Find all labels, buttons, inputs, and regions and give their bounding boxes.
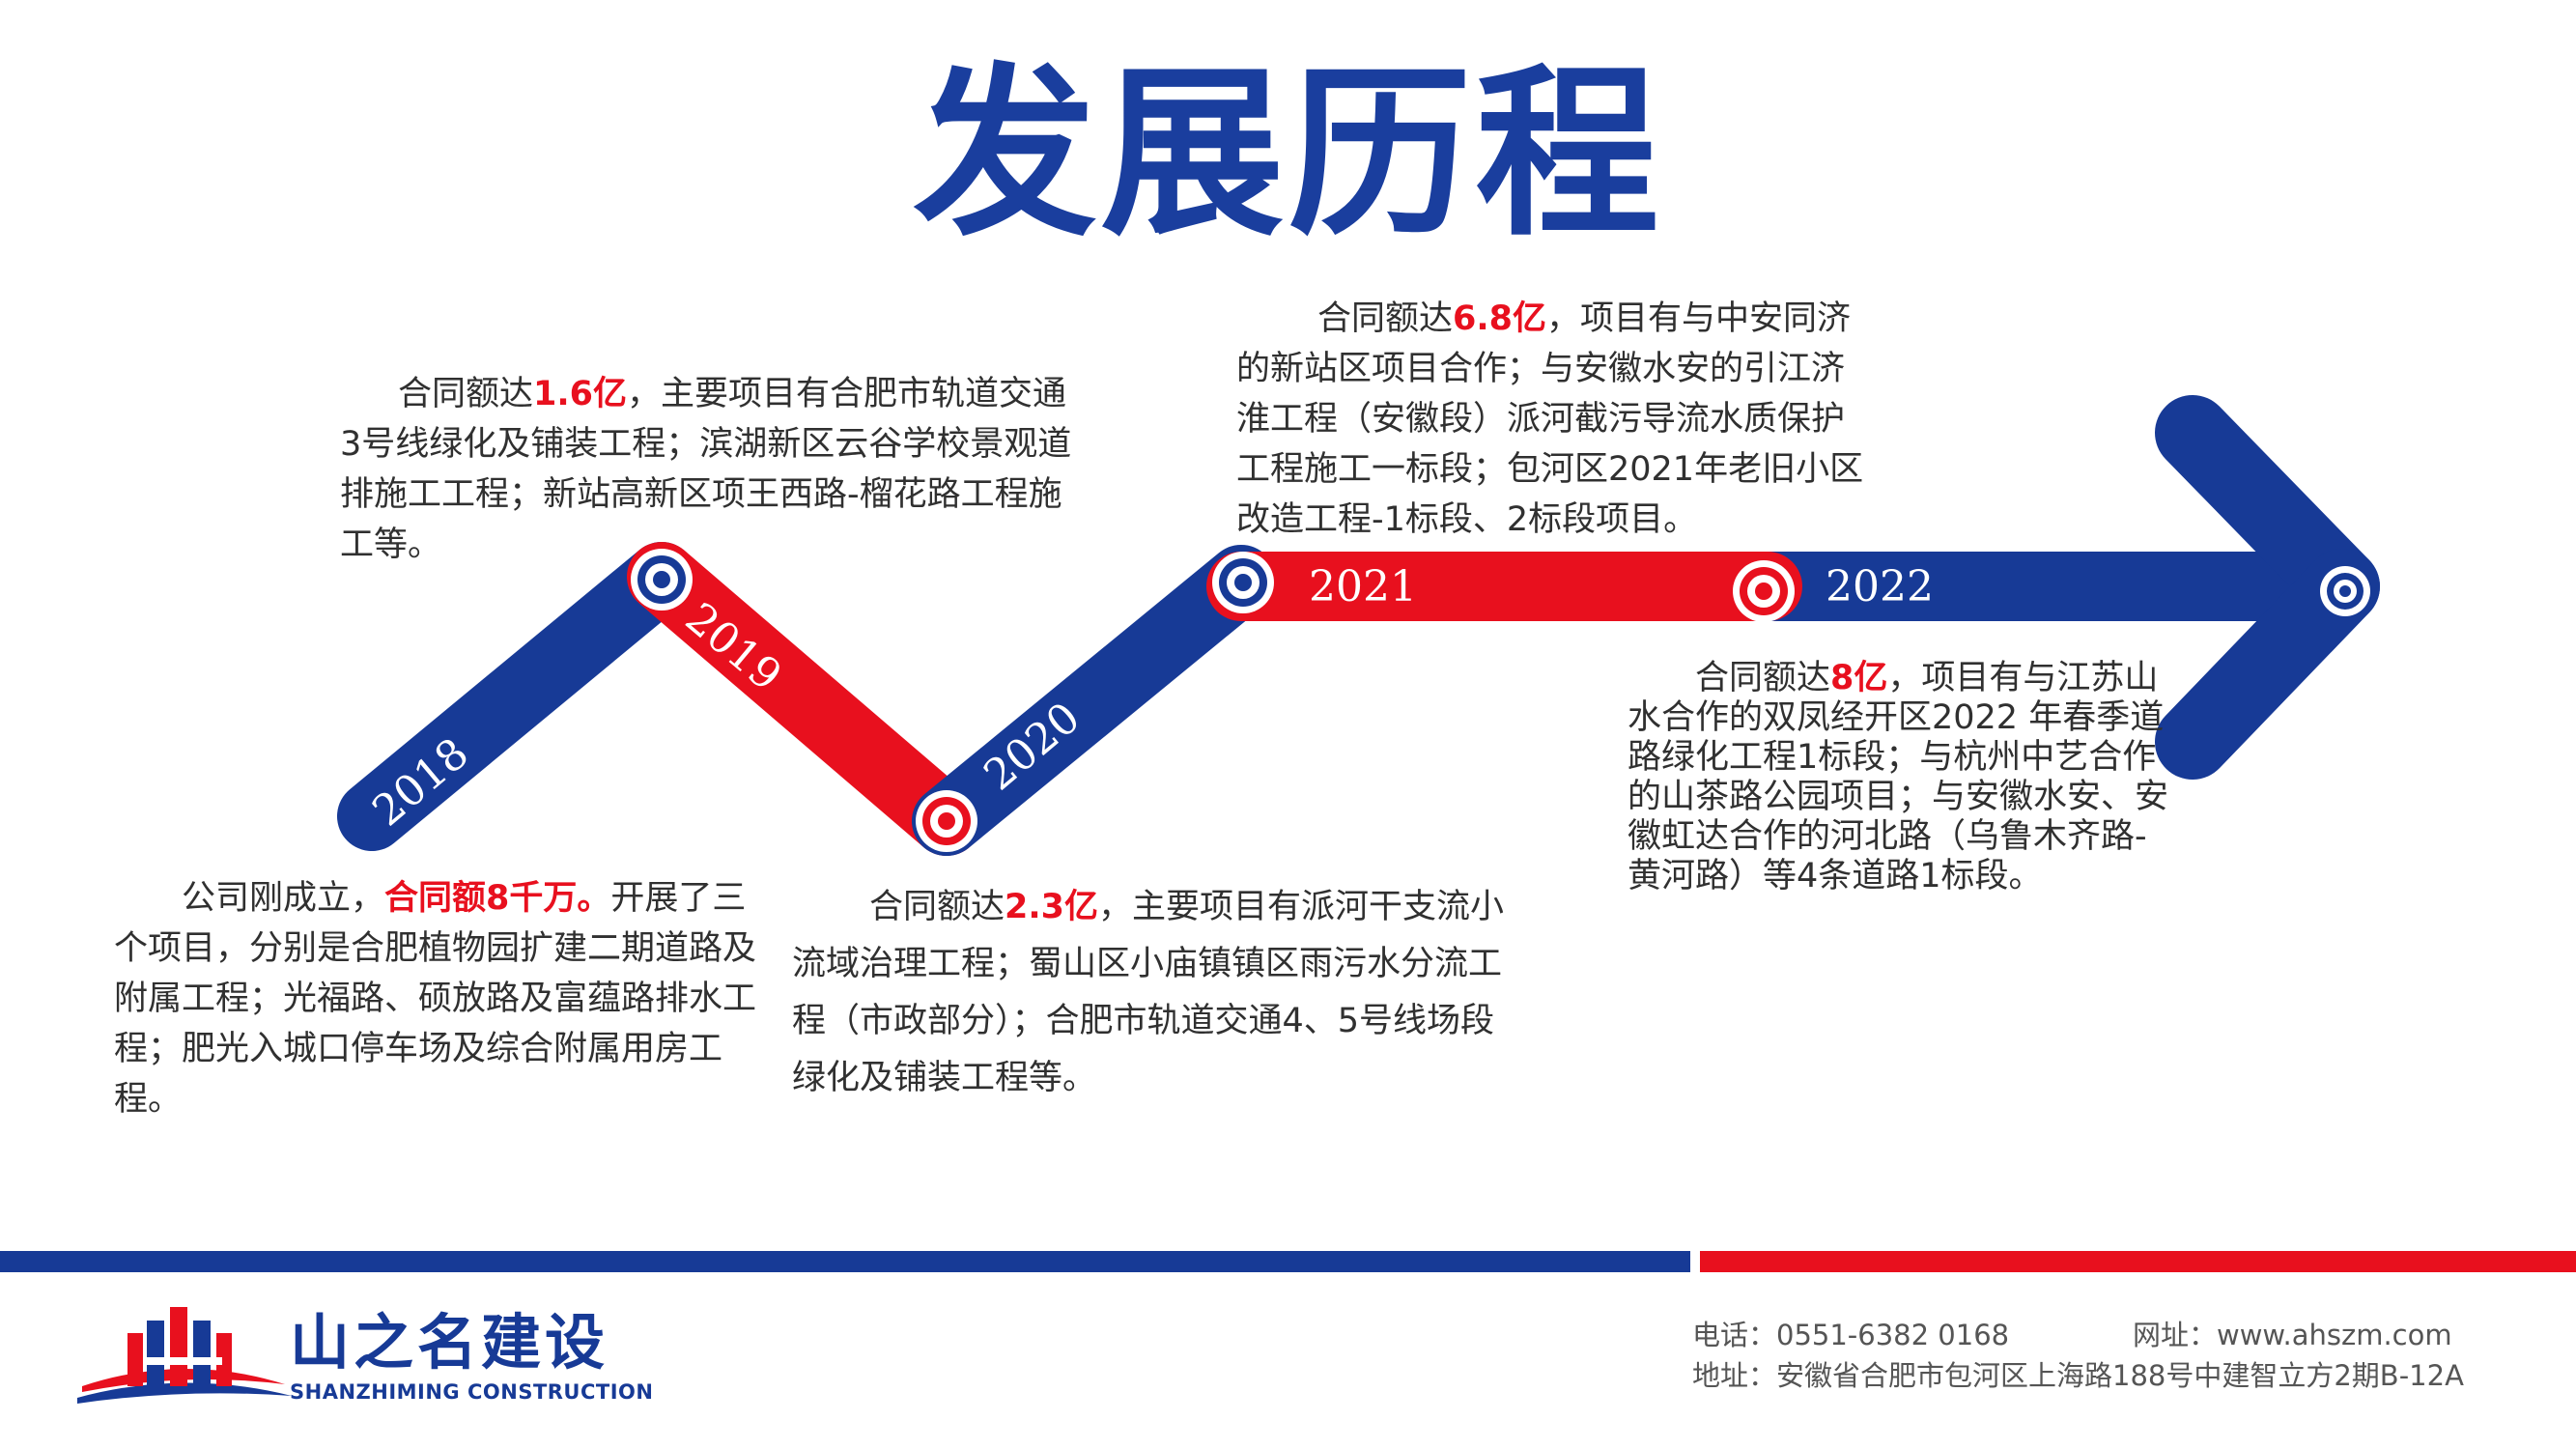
milestone-2019-text: 合同额达1.6亿，主要项目有合肥市轨道交通3号线绿化及铺装工程；滨湖新区云谷学校…: [340, 375, 1072, 564]
milestone-2018-text: 公司刚成立，合同额8千万。开展了三个项目，分别是合肥植物园扩建二期道路及附属工程…: [114, 879, 757, 1119]
company-name: 山之名建设: [290, 1307, 609, 1378]
timeline-segment-2019: [627, 542, 981, 856]
node-marker-2021: [1212, 552, 1274, 613]
node-marker-2020: [916, 790, 977, 852]
phone-text: 电话：0551-6382 0168: [1692, 1319, 2010, 1351]
address-text: 地址：安徽省合肥市包河区上海路188号中建智立方2期B-12A: [1692, 1359, 2464, 1392]
milestone-2021-text: 合同额达6.8亿，项目有与中安同济的新站区项目合作；与安徽水安的引江济淮工程（安…: [1236, 299, 1864, 539]
timeline-segment-2020: [912, 545, 1276, 856]
milestone-2020-text: 合同额达2.3亿，主要项目有派河干支流小流域治理工程；蜀山区小庙镇镇区雨污水分流…: [792, 888, 1505, 1097]
year-label-2022: 2022: [1826, 562, 1934, 611]
year-label-2021: 2021: [1309, 562, 1417, 611]
website-link[interactable]: 网址：www.ahszm.com: [2133, 1319, 2452, 1351]
node-marker-2022: [1733, 560, 1795, 622]
arrow-head-lower: [2155, 549, 2380, 780]
company-logo-icon: [77, 1307, 292, 1404]
node-marker-2019: [631, 549, 693, 611]
company-name-en: SHANZHIMING CONSTRUCTION: [290, 1380, 654, 1404]
node-marker-end: [2320, 566, 2370, 616]
footer-bar-red: [1700, 1251, 2576, 1272]
timeline-segment-2018: [337, 542, 696, 851]
milestone-2022-text: 合同额达8亿，项目有与江苏山水合作的双凤经开区2022 年春季道路绿化工程1标段…: [1628, 659, 2169, 895]
page-title: 发展历程: [913, 47, 1663, 261]
footer-bar-blue: [0, 1251, 1690, 1272]
